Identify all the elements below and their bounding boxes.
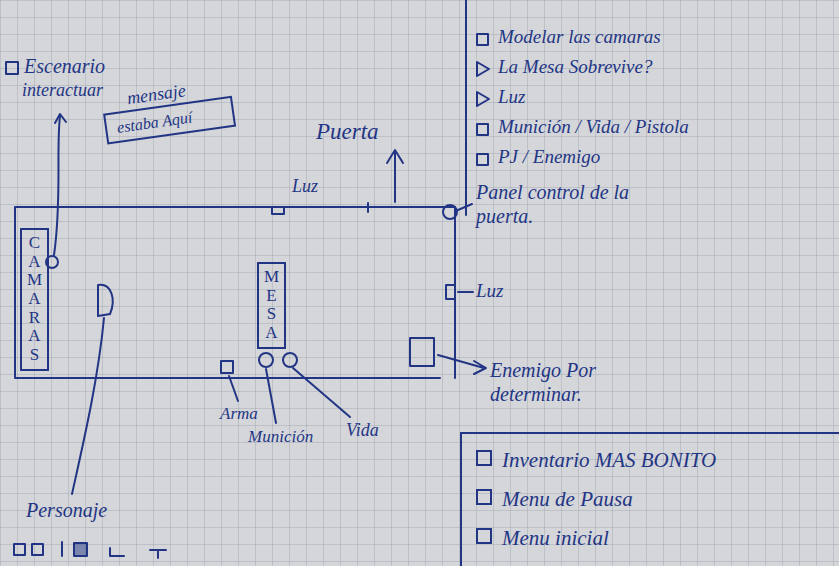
play-mark bbox=[477, 62, 489, 76]
note-label: Luz bbox=[292, 176, 318, 198]
health-marker bbox=[283, 353, 297, 367]
table-box: MESA bbox=[257, 262, 286, 349]
door-mark bbox=[367, 203, 369, 212]
play-mark bbox=[477, 92, 489, 106]
note-label: Munición / Vida / Pistola bbox=[498, 116, 689, 139]
todo-text: Inventario MAS BONITO bbox=[502, 448, 716, 472]
todo-item: Menu inicial bbox=[476, 526, 829, 551]
checkbox bbox=[6, 62, 18, 74]
checkbox bbox=[477, 154, 488, 165]
todo-panel: Inventario MAS BONITO Menu de PausaMenu i… bbox=[460, 432, 839, 566]
note-label: Munición bbox=[248, 427, 313, 447]
leader-line bbox=[72, 318, 104, 494]
note-label: Luz bbox=[476, 280, 503, 303]
door-panel bbox=[443, 205, 457, 219]
note-label: Vida bbox=[346, 420, 379, 442]
vertical-label: MESA bbox=[263, 268, 280, 343]
todo-item: Inventario MAS BONITO bbox=[476, 448, 829, 473]
checkbox bbox=[14, 544, 25, 555]
note-label: Arma bbox=[220, 404, 258, 424]
leader-line bbox=[266, 369, 276, 423]
note-label: Personaje bbox=[26, 498, 107, 522]
todo-text: Menu de Pausa bbox=[502, 487, 633, 511]
vertical-label: CAMARAS bbox=[26, 234, 43, 365]
todo-item: Menu de Pausa bbox=[476, 487, 829, 512]
filled-box bbox=[74, 543, 87, 556]
tick-mark bbox=[61, 542, 63, 556]
leader-line bbox=[458, 291, 473, 293]
leader-line bbox=[293, 368, 350, 417]
note-label: Escenario bbox=[24, 54, 105, 78]
leader-line bbox=[54, 116, 60, 255]
enemy-marker bbox=[410, 338, 434, 366]
leader-line bbox=[229, 376, 238, 401]
arrow bbox=[438, 355, 486, 374]
weapon-marker bbox=[221, 361, 233, 373]
checkbox bbox=[476, 528, 492, 544]
todo-text: Menu inicial bbox=[502, 526, 609, 550]
checkbox bbox=[477, 34, 488, 45]
note-label: Luz bbox=[498, 86, 525, 109]
character-marker bbox=[98, 285, 113, 316]
checkbox bbox=[476, 450, 492, 466]
panel-divider bbox=[465, 0, 467, 215]
note-label: Modelar las camaras bbox=[498, 26, 661, 49]
note-label: Panel control de la puerta. bbox=[476, 180, 654, 228]
note-label: Enemigo Por determinar. bbox=[490, 358, 665, 406]
checkbox bbox=[32, 544, 43, 555]
ammo-marker bbox=[259, 353, 273, 367]
checkbox bbox=[476, 489, 492, 505]
arrow-head bbox=[55, 114, 66, 123]
note-label: La Mesa Sobrevive? bbox=[498, 56, 652, 79]
tick-mark bbox=[110, 548, 124, 556]
camera-strip: CAMARAS bbox=[20, 228, 49, 371]
light-symbol bbox=[272, 207, 284, 214]
tick-mark bbox=[150, 550, 166, 558]
light-symbol bbox=[446, 285, 455, 299]
note-label: interactuar bbox=[22, 80, 103, 102]
note-label: Puerta bbox=[316, 118, 379, 146]
door-arrow bbox=[387, 150, 403, 202]
checkbox bbox=[477, 124, 488, 135]
note-label: PJ / Enemigo bbox=[498, 146, 600, 169]
room-walls bbox=[15, 207, 455, 378]
